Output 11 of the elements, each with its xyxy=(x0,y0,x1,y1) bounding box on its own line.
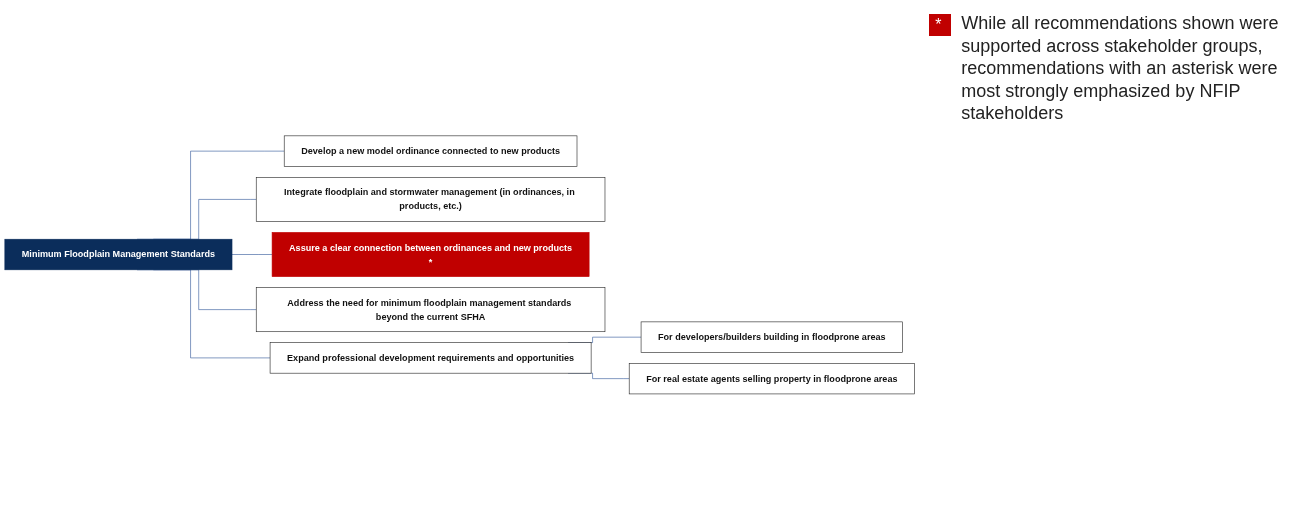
node-box: Address the need for minimum floodplain management standards beyond the current SFHA xyxy=(255,286,606,332)
asterisk-mark: * xyxy=(935,16,942,34)
node-box: For developers/builders building in floodprone areas xyxy=(640,321,903,353)
node-box: For real estate agents selling property in floodprone areas xyxy=(628,362,915,394)
node-box: Minimum Floodplain Management Standards xyxy=(4,238,233,270)
node-box: Integrate floodplain and stormwater management (in ordinances, in products, etc.) xyxy=(255,176,606,222)
node-box: Develop a new model ordinance connected to new products xyxy=(283,135,578,167)
connector xyxy=(231,253,273,255)
node-box: Assure a clear connection between ordinances and new products * xyxy=(271,231,590,277)
legend-text: While all recommendations shown were supported across stakeholder groups, recommendations with an asterisk were most strongly emphasized by NFIP stakeholders xyxy=(961,12,1280,125)
node-box: Expand professional development requirements and opportunities xyxy=(269,341,592,374)
